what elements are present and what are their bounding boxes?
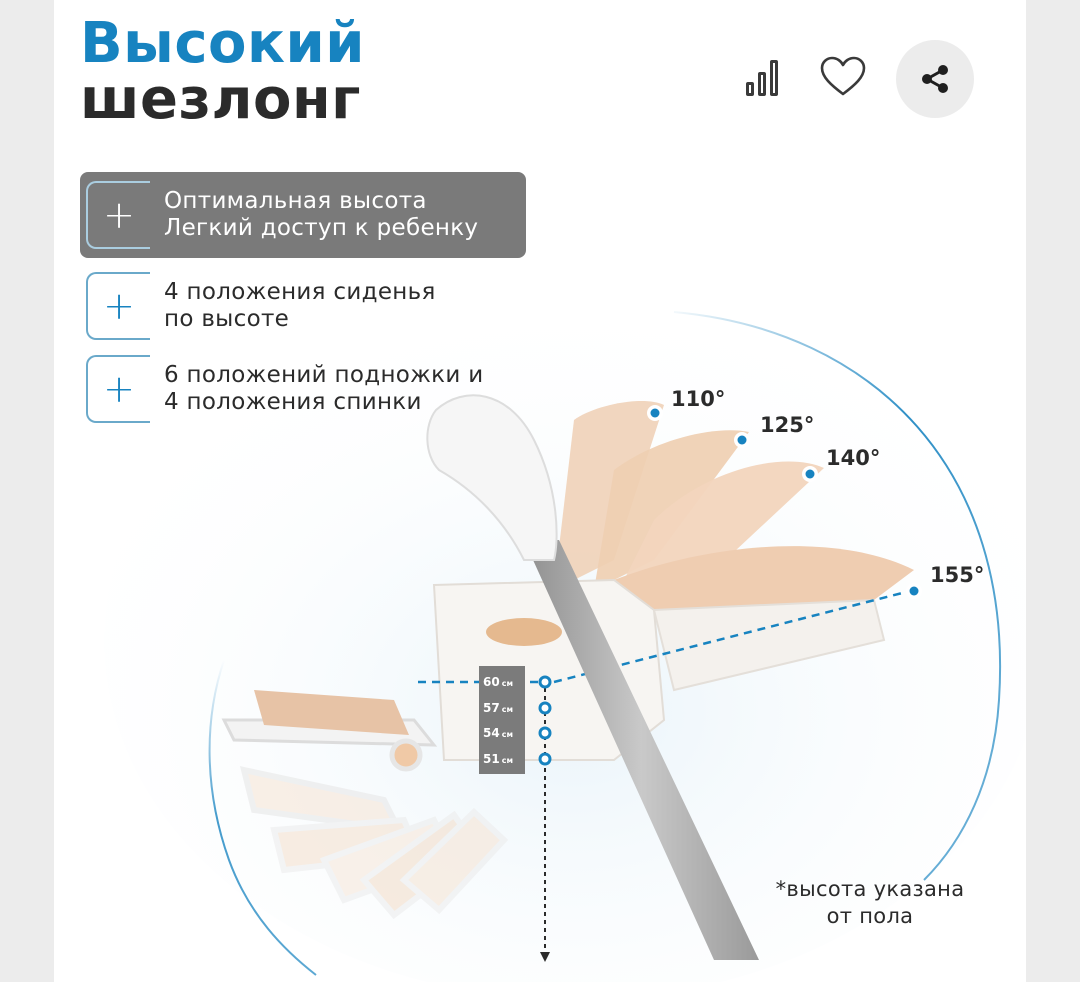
svg-text:155°: 155° <box>930 563 984 587</box>
heart-icon <box>820 56 866 96</box>
title-line-1: Высокий <box>80 11 365 76</box>
feature-text: 4 положения сиденья по высоте <box>164 279 436 332</box>
svg-text:125°: 125° <box>760 413 814 437</box>
compare-button[interactable] <box>740 52 788 100</box>
floor-arrow <box>540 952 550 962</box>
footrest-pad <box>254 690 409 735</box>
feature-item-seat-positions[interactable]: + 4 положения сиденья по высоте <box>80 270 520 342</box>
feature-text: Оптимальная высота Легкий доступ к ребен… <box>164 188 479 241</box>
height-footnote: *высота указана от пола <box>775 877 965 928</box>
plus-icon: + <box>86 272 150 340</box>
recline-arc <box>673 311 1002 881</box>
angle-marker-155: 155° <box>906 563 984 599</box>
seat-body <box>652 598 886 692</box>
favorite-button[interactable] <box>816 52 870 100</box>
svg-text:110°: 110° <box>671 387 725 411</box>
height-dot-51 <box>538 752 552 766</box>
chair-handle <box>426 394 558 561</box>
svg-text:140°: 140° <box>826 446 880 470</box>
plus-icon: + <box>86 181 150 249</box>
height-dot-57 <box>538 701 552 715</box>
seat-handle <box>486 618 562 646</box>
product-image-card: Высокий шезлонг <box>54 0 1026 982</box>
feature-item-footrest-positions[interactable]: + 6 положений подножки и 4 положения спи… <box>80 353 550 425</box>
share-icon <box>922 65 948 93</box>
footrest-arc <box>208 659 317 976</box>
chair-leg <box>524 540 759 960</box>
height-dot-60 <box>538 675 552 689</box>
footrest-hinge <box>389 738 423 772</box>
title-line-2: шезлонг <box>80 67 361 132</box>
plus-icon: + <box>86 355 150 423</box>
angle-marker-125: 125° <box>734 413 814 448</box>
height-scale-panel <box>479 666 525 774</box>
angle-marker-110: 110° <box>647 387 725 421</box>
feature-item-optimal-height[interactable]: + Оптимальная высота Легкий доступ к реб… <box>80 172 526 258</box>
feature-text: 6 положений подножки и 4 положения спинк… <box>164 362 484 415</box>
angle-marker-140: 140° <box>802 446 880 482</box>
page-title: Высокий шезлонг <box>80 16 365 128</box>
footrest-positions <box>239 766 509 920</box>
share-button[interactable] <box>896 40 974 118</box>
bar-chart-icon <box>740 52 788 100</box>
height-dot-54 <box>538 726 552 740</box>
